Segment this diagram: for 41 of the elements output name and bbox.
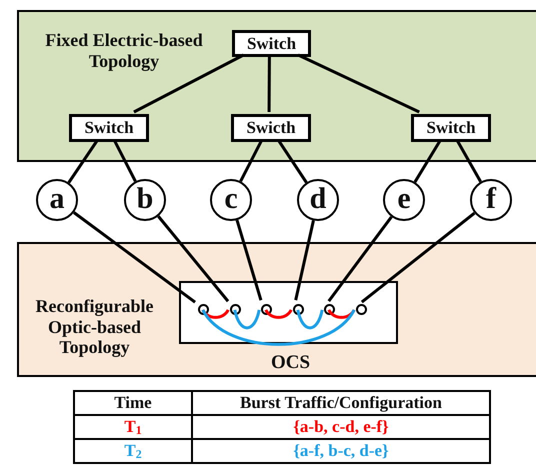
port-circle [356, 304, 367, 315]
link-line [68, 139, 99, 184]
column-header: Time [114, 393, 152, 412]
link-line [268, 54, 271, 112]
switch-box: Switch [232, 30, 311, 57]
link-line [360, 212, 476, 304]
link-line [202, 309, 356, 346]
link-line [133, 54, 244, 114]
link-line [264, 309, 292, 319]
link-line [72, 211, 196, 304]
switch-box: Switch [411, 114, 491, 142]
link-line [236, 220, 262, 301]
topology-panel [17, 10, 536, 162]
switch-label: OCS [270, 352, 312, 374]
link-line [239, 139, 264, 182]
column-header: Burst Traffic/Configuration [240, 393, 442, 412]
configuration-text: {a-b, c-d, e-f} [293, 417, 389, 436]
link-line [456, 139, 482, 182]
time-label: T$_{2}$ [124, 441, 142, 460]
host-circle: a [36, 179, 78, 221]
host-circle: d [297, 179, 339, 221]
link-line [298, 54, 420, 114]
host-circle: c [210, 179, 252, 221]
panel-title: Fixed Electric-based Topology [44, 30, 204, 72]
link-line [233, 310, 261, 330]
link-line [277, 139, 308, 184]
link-line [112, 139, 137, 182]
topology-panel [17, 242, 536, 377]
switch-box: Switch [69, 114, 149, 142]
host-circle: f [470, 179, 512, 221]
link-line [296, 310, 324, 330]
link-line [294, 220, 315, 300]
link-line [157, 215, 230, 302]
link-line [414, 139, 442, 183]
panel-title: Reconfigurable Optic-based Topology [34, 296, 154, 358]
link-line [328, 216, 393, 302]
switch-box: Swicth [231, 114, 311, 142]
configuration-text: {a-f, b-c, d-e} [293, 441, 389, 460]
host-circle: e [383, 179, 425, 221]
time-label: T$_{1}$ [124, 417, 142, 436]
host-circle: b [124, 179, 166, 221]
